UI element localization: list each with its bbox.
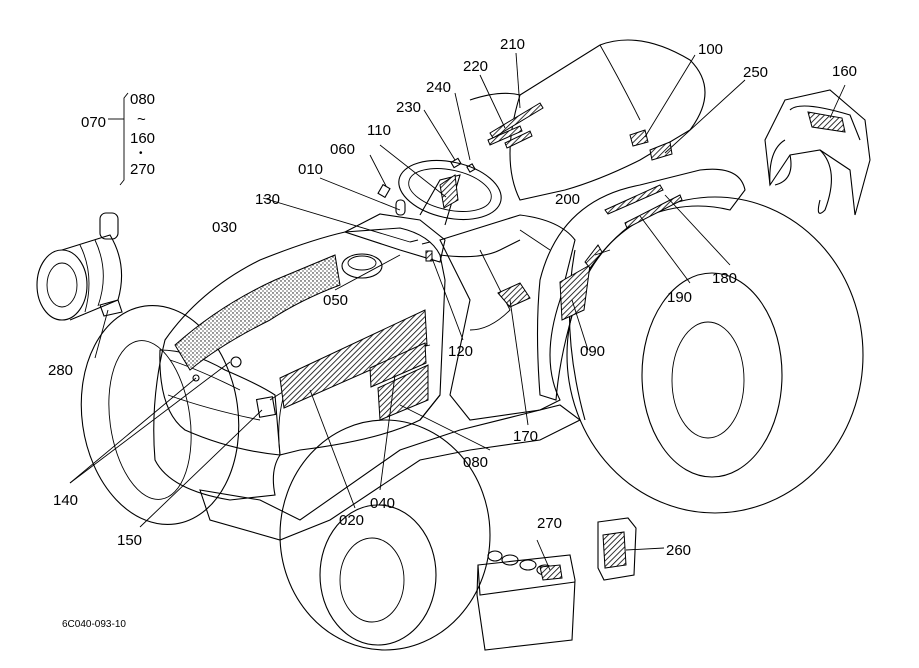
front-wheel-right [279, 419, 491, 651]
decal-180 [624, 194, 683, 229]
rops-part [764, 89, 871, 216]
label-260: 260 [666, 542, 691, 559]
decal-110 [439, 174, 459, 209]
decal-210 [489, 102, 544, 139]
part-260 [597, 517, 637, 581]
label-160-group: 160 [130, 130, 155, 147]
decals [174, 102, 683, 421]
frame [199, 404, 582, 541]
label-020: 020 [339, 512, 364, 529]
decal-260 [602, 531, 627, 569]
front-wheel-left [80, 304, 240, 526]
label-050: 050 [323, 292, 348, 309]
drawing-code: 6C040-093-10 [62, 619, 126, 630]
label-200: 200 [555, 191, 580, 208]
label-230: 230 [396, 99, 421, 116]
tractor-outline [80, 39, 864, 651]
steering-wheel [398, 160, 502, 220]
label-150: 150 [117, 532, 142, 549]
decal-120 [425, 250, 433, 262]
part-labels: 010 020 030 040 050 060 070 080 ~ 160 • … [48, 36, 857, 630]
decal-160 [807, 111, 846, 133]
group-dot: • [139, 148, 143, 159]
decal-170 [497, 282, 531, 308]
group-tilde: ~ [137, 111, 146, 128]
decal-100 [629, 129, 649, 147]
rear-wheel-right [566, 196, 864, 514]
label-080-group: 080 [130, 91, 155, 108]
label-220: 220 [463, 58, 488, 75]
label-210: 210 [500, 36, 525, 53]
hood [153, 227, 446, 501]
label-130: 130 [255, 191, 280, 208]
air-cleaner-part [36, 212, 123, 321]
dashboard [343, 213, 446, 263]
label-040: 040 [370, 495, 395, 512]
label-080: 080 [463, 454, 488, 471]
label-180: 180 [712, 270, 737, 287]
decal-020 [279, 309, 428, 409]
label-270-group: 270 [130, 161, 155, 178]
fuel-cap [341, 253, 383, 279]
leader-lines [69, 52, 846, 571]
decal-040 [369, 342, 427, 388]
label-070: 070 [81, 114, 106, 131]
decal-270 [539, 564, 563, 581]
label-280: 280 [48, 362, 73, 379]
label-120: 120 [448, 343, 473, 360]
label-060: 060 [330, 141, 355, 158]
label-140: 140 [53, 492, 78, 509]
label-110: 110 [367, 122, 391, 139]
label-170: 170 [513, 428, 538, 445]
label-100: 100 [698, 41, 723, 58]
decal-220 [487, 125, 523, 146]
label-270: 270 [537, 515, 562, 532]
battery-part [476, 550, 576, 651]
label-090: 090 [580, 343, 605, 360]
seat [509, 39, 706, 201]
label-250: 250 [743, 64, 768, 81]
decal-190-a [604, 184, 664, 215]
decal-090 [559, 264, 591, 321]
label-160: 160 [832, 63, 857, 80]
label-030: 030 [212, 219, 237, 236]
decal-030 [174, 254, 341, 371]
decal-200 [584, 244, 603, 269]
label-240: 240 [426, 79, 451, 96]
label-010: 010 [298, 161, 323, 178]
decal-250 [649, 141, 673, 161]
decal-220b [504, 130, 533, 149]
label-190: 190 [667, 289, 692, 306]
floor-step [439, 214, 576, 421]
front-grille [159, 349, 281, 456]
